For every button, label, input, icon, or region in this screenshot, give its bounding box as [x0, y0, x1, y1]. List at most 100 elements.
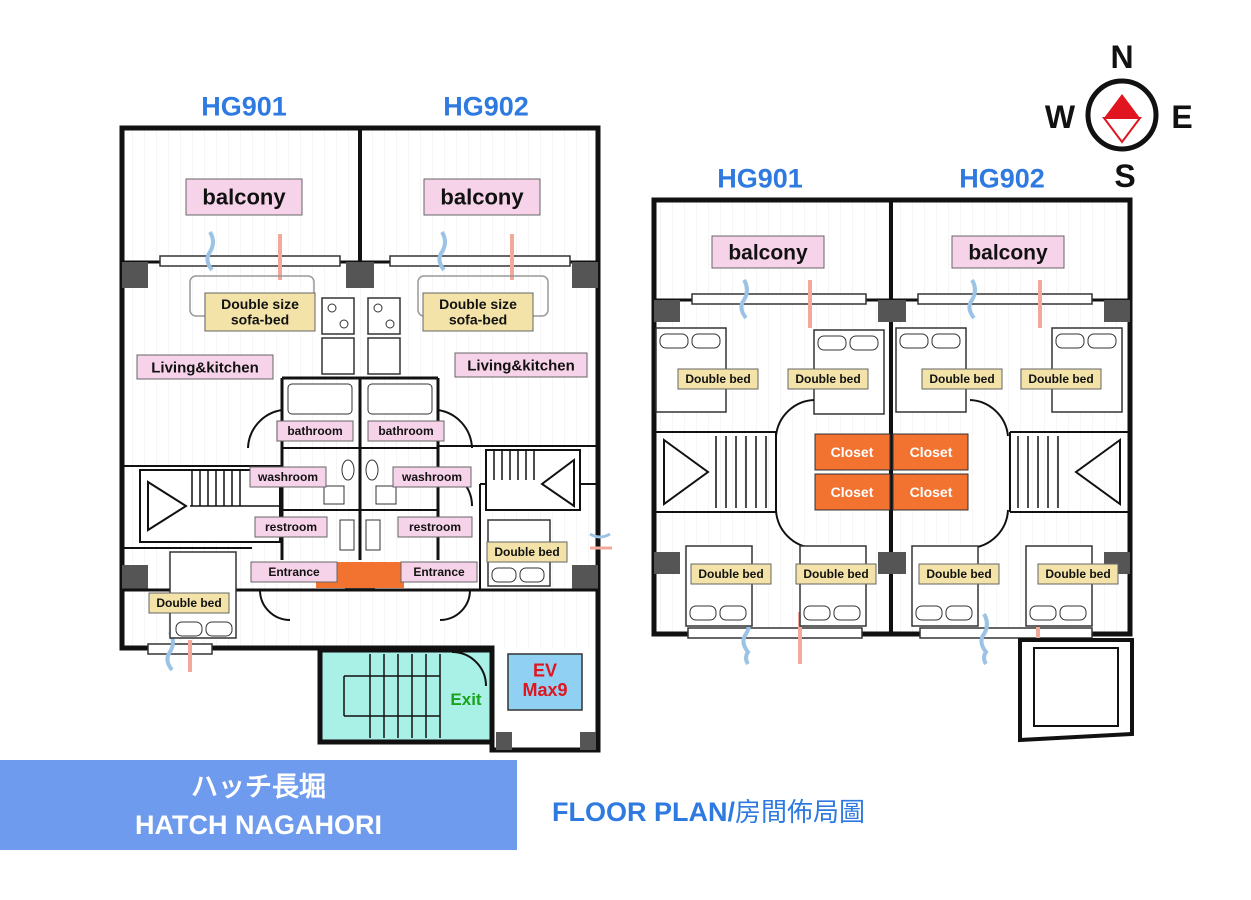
- washroom-label-box: [392, 466, 472, 488]
- bathroom-label-text: bathroom: [378, 424, 433, 438]
- double-bed-label-text: Double bed: [926, 567, 991, 581]
- balcony-label-box: [951, 235, 1065, 269]
- double-bed-label-text: Double bed: [803, 567, 868, 581]
- living-kitchen-label: Living&kitchen: [136, 354, 274, 380]
- balcony-label-text: balcony: [728, 241, 808, 264]
- double-bed-label-box: [148, 592, 230, 614]
- balcony-label-text: balcony: [440, 185, 524, 210]
- restroom-label-text: restroom: [409, 520, 461, 534]
- exit-label: Exit: [450, 690, 482, 709]
- plan-title-zh: 房間佈局圖: [735, 798, 866, 828]
- left-outer-wall: [119, 125, 601, 753]
- closet-label: Closet: [910, 484, 953, 500]
- elevator: [507, 653, 583, 711]
- double-bed-label-box: [677, 368, 759, 390]
- property-name-en: HATCH NAGAHORI: [135, 810, 382, 840]
- double-bed-label-text: Double bed: [698, 567, 763, 581]
- balcony-label-text: balcony: [968, 241, 1048, 264]
- double-bed-label-box: [787, 368, 869, 390]
- double-bed-label: Double bed: [148, 592, 230, 614]
- washroom-label: washroom: [392, 466, 472, 488]
- double-bed-label: Double bed: [690, 563, 772, 585]
- double-bed-label: Double bed: [1037, 563, 1119, 585]
- double-bed-label-box: [1020, 368, 1102, 390]
- unit-label-hg902: HG902: [959, 163, 1045, 193]
- balcony-label-box: [423, 178, 541, 216]
- closet-label: Closet: [910, 444, 953, 460]
- sofa-bed-label-text: Double size: [221, 296, 299, 312]
- restroom-label-box: [397, 516, 473, 538]
- closet-label-text: Closet: [831, 444, 874, 460]
- compass-south-arrow: [1102, 117, 1142, 144]
- closet-label: Closet: [831, 484, 874, 500]
- sofa-bed-label-text: Double size: [439, 296, 517, 312]
- ev-label-text: Max9: [522, 680, 567, 700]
- compass-s: S: [1114, 158, 1135, 194]
- window: [159, 255, 341, 267]
- double-bed-label-text: Double bed: [1045, 567, 1110, 581]
- compass: N S W E: [1045, 39, 1193, 194]
- double-bed-label-text: Double bed: [156, 596, 221, 610]
- unit-label-hg901-text: HG901: [201, 91, 287, 121]
- washroom-label-text: washroom: [401, 470, 462, 484]
- ev-label-text: EV: [533, 660, 557, 680]
- double-bed-label-text: Double bed: [685, 372, 750, 386]
- living-kitchen-label-text: Living&kitchen: [467, 357, 575, 374]
- living-kitchen-label: Living&kitchen: [454, 352, 588, 378]
- living-kitchen-label-text: Living&kitchen: [151, 359, 259, 376]
- living-kitchen-label-box: [136, 354, 274, 380]
- washroom-label-text: washroom: [257, 470, 318, 484]
- unit-label-hg901: HG901: [201, 91, 287, 121]
- double-bed-label: Double bed: [787, 368, 869, 390]
- double-bed-label: Double bed: [1020, 368, 1102, 390]
- unit-label-hg902-text: HG902: [443, 91, 529, 121]
- balcony-label: balcony: [711, 235, 825, 269]
- stairwell: [317, 647, 495, 745]
- double-bed-label: Double bed: [677, 368, 759, 390]
- sofa-bed-label-text: sofa-bed: [449, 312, 507, 328]
- column: [346, 262, 374, 288]
- restroom-label-box: [254, 516, 328, 538]
- right-floor: [651, 197, 1134, 743]
- entrance-label: Entrance: [400, 561, 478, 583]
- sofa-bed-label-box: [422, 292, 534, 332]
- balcony-label: balcony: [951, 235, 1065, 269]
- plan-title: FLOOR PLAN/房間佈局圖: [552, 792, 865, 829]
- entrance-label-box: [250, 561, 338, 583]
- entrance-label-text: Entrance: [413, 565, 465, 579]
- double-bed-label: Double bed: [918, 563, 1000, 585]
- bathroom-label-box: [276, 420, 354, 442]
- left-floor: [119, 125, 612, 753]
- double-bed-label: Double bed: [795, 563, 877, 585]
- sofa-bed-label-box: [204, 292, 316, 332]
- double-bed-label: Double bed: [921, 368, 1003, 390]
- closet-label-text: Closet: [910, 484, 953, 500]
- restroom-label: restroom: [397, 516, 473, 538]
- closet-label: Closet: [831, 444, 874, 460]
- balcony-label-box: [185, 178, 303, 216]
- column: [122, 262, 148, 288]
- compass-e: E: [1171, 99, 1192, 135]
- restroom-label: restroom: [254, 516, 328, 538]
- double-bed-label-box: [921, 368, 1003, 390]
- entrance-label: Entrance: [250, 561, 338, 583]
- restroom-label-text: restroom: [265, 520, 317, 534]
- double-bed-label-box: [918, 563, 1000, 585]
- balcony-label-box: [711, 235, 825, 269]
- balcony-label-text: balcony: [202, 185, 286, 210]
- entrance-label-box: [400, 561, 478, 583]
- double-bed-label-box: [690, 563, 772, 585]
- column: [122, 565, 148, 591]
- compass-w: W: [1045, 99, 1076, 135]
- living-kitchen-label-box: [454, 352, 588, 378]
- bathroom-label-box: [367, 420, 445, 442]
- exit-label-text: Exit: [450, 690, 482, 709]
- double-bed-label-box: [795, 563, 877, 585]
- double-bed-label-text: Double bed: [494, 545, 559, 559]
- double-bed-label-text: Double bed: [929, 372, 994, 386]
